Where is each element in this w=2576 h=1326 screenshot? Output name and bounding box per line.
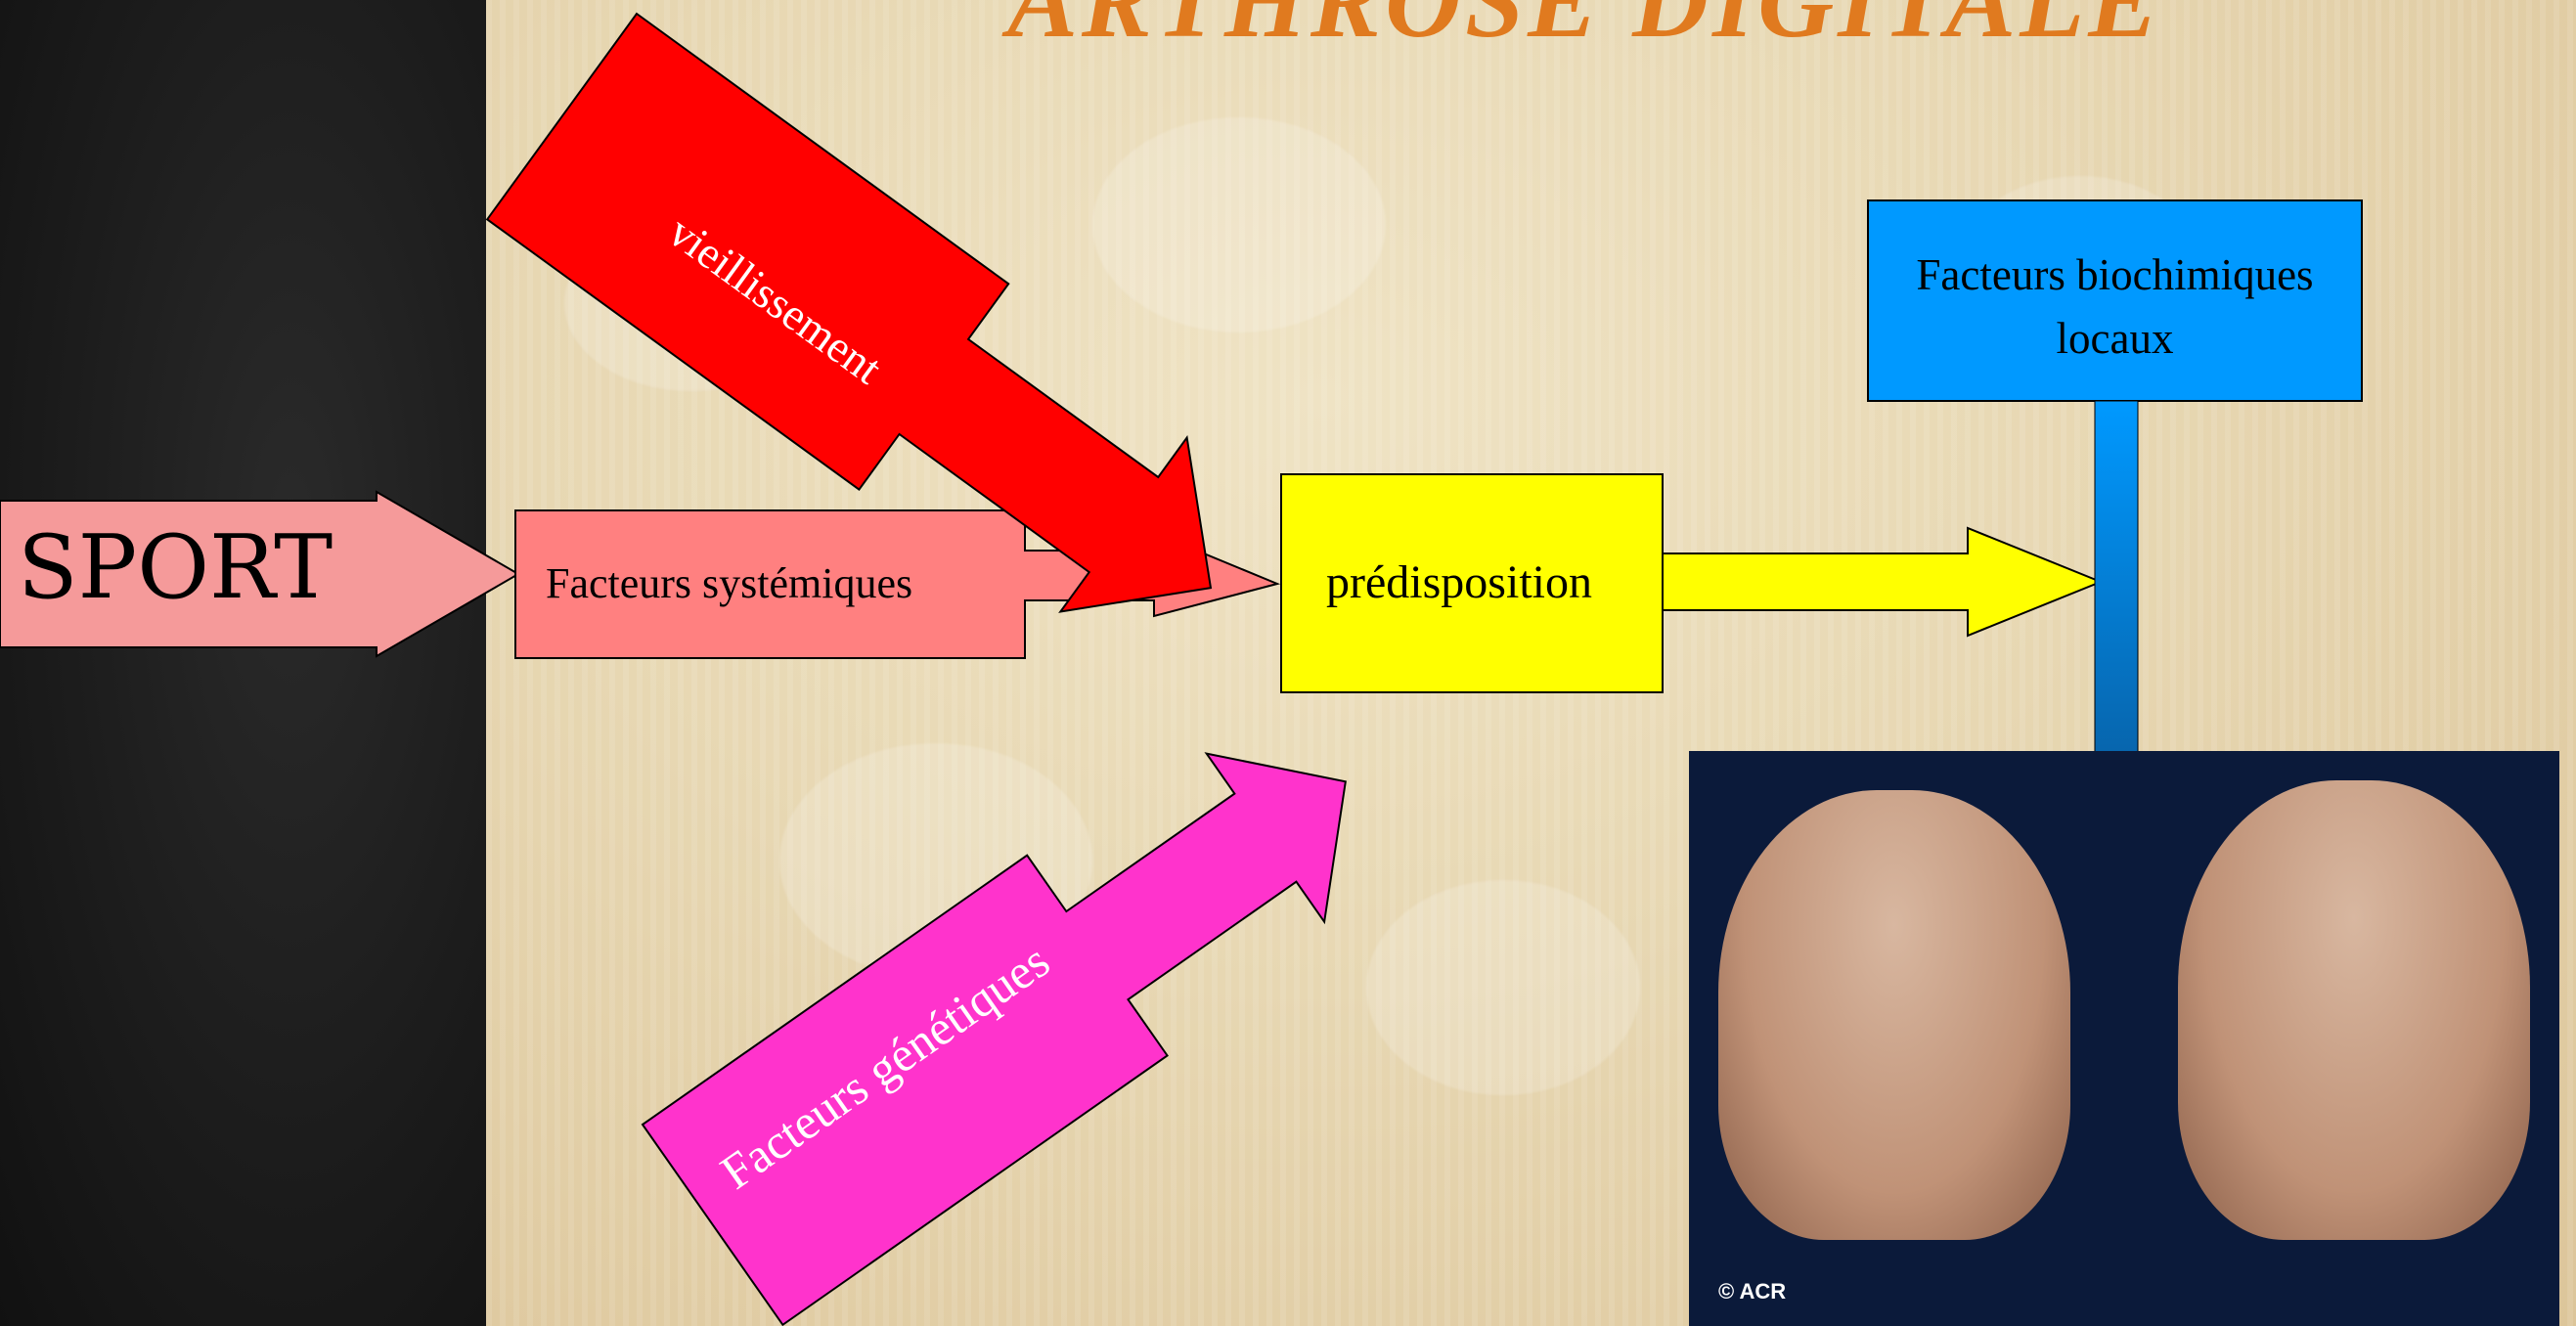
predisposition-label: prédisposition bbox=[1326, 555, 1592, 609]
hands-photo: © ACR bbox=[1689, 751, 2559, 1326]
facteurs-systemiques-label: Facteurs systémiques bbox=[546, 558, 912, 608]
facteurs-genetiques-arrow bbox=[643, 682, 1416, 1325]
facteurs-biochimiques-box bbox=[1868, 200, 2362, 401]
sport-label: SPORT bbox=[18, 516, 333, 619]
predisposition-arrow bbox=[1663, 528, 2101, 636]
left-hand-image bbox=[1718, 790, 2070, 1240]
facteurs-biochimiques-label-line2: locaux bbox=[1868, 313, 2362, 364]
facteurs-biochimiques-label-line1: Facteurs biochimiques bbox=[1868, 249, 2362, 300]
right-hand-image bbox=[2178, 780, 2530, 1240]
photo-credit: © ACR bbox=[1718, 1279, 1786, 1304]
